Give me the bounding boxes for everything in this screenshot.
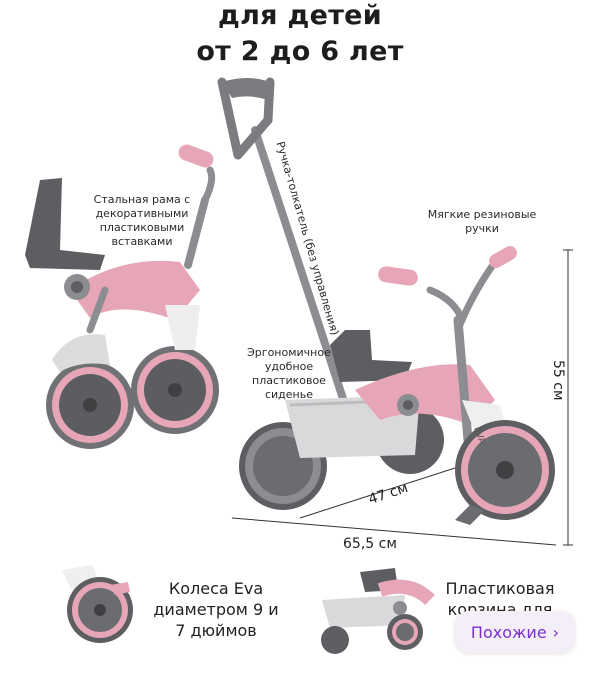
caption-wheels: Колеса Eva диаметром 9 и 7 дюймов bbox=[153, 579, 279, 640]
dimension-length: 65,5 см bbox=[343, 536, 397, 552]
callout-seat: Эргономичное удобное пластиковое сиденье bbox=[247, 346, 331, 401]
callout-frame: Стальная рама с декоративными пластиковы… bbox=[93, 193, 191, 248]
wheel-detail-image bbox=[62, 565, 133, 643]
basket-detail-image bbox=[321, 568, 435, 654]
similar-products-button[interactable]: Похожие › bbox=[455, 611, 575, 653]
similar-button-label: Похожие bbox=[470, 622, 547, 642]
heading-line-2: от 2 до 6 лет bbox=[196, 36, 404, 67]
heading-line-1: для детей bbox=[217, 0, 382, 31]
dimension-height: 55 см bbox=[550, 360, 566, 401]
main-tricycle-image bbox=[217, 77, 555, 525]
callout-grips: Мягкие резиновые ручки bbox=[427, 208, 537, 235]
folded-tricycle-image bbox=[25, 144, 219, 449]
chevron-right-icon: › bbox=[552, 622, 560, 642]
dimension-lines bbox=[231, 249, 573, 546]
